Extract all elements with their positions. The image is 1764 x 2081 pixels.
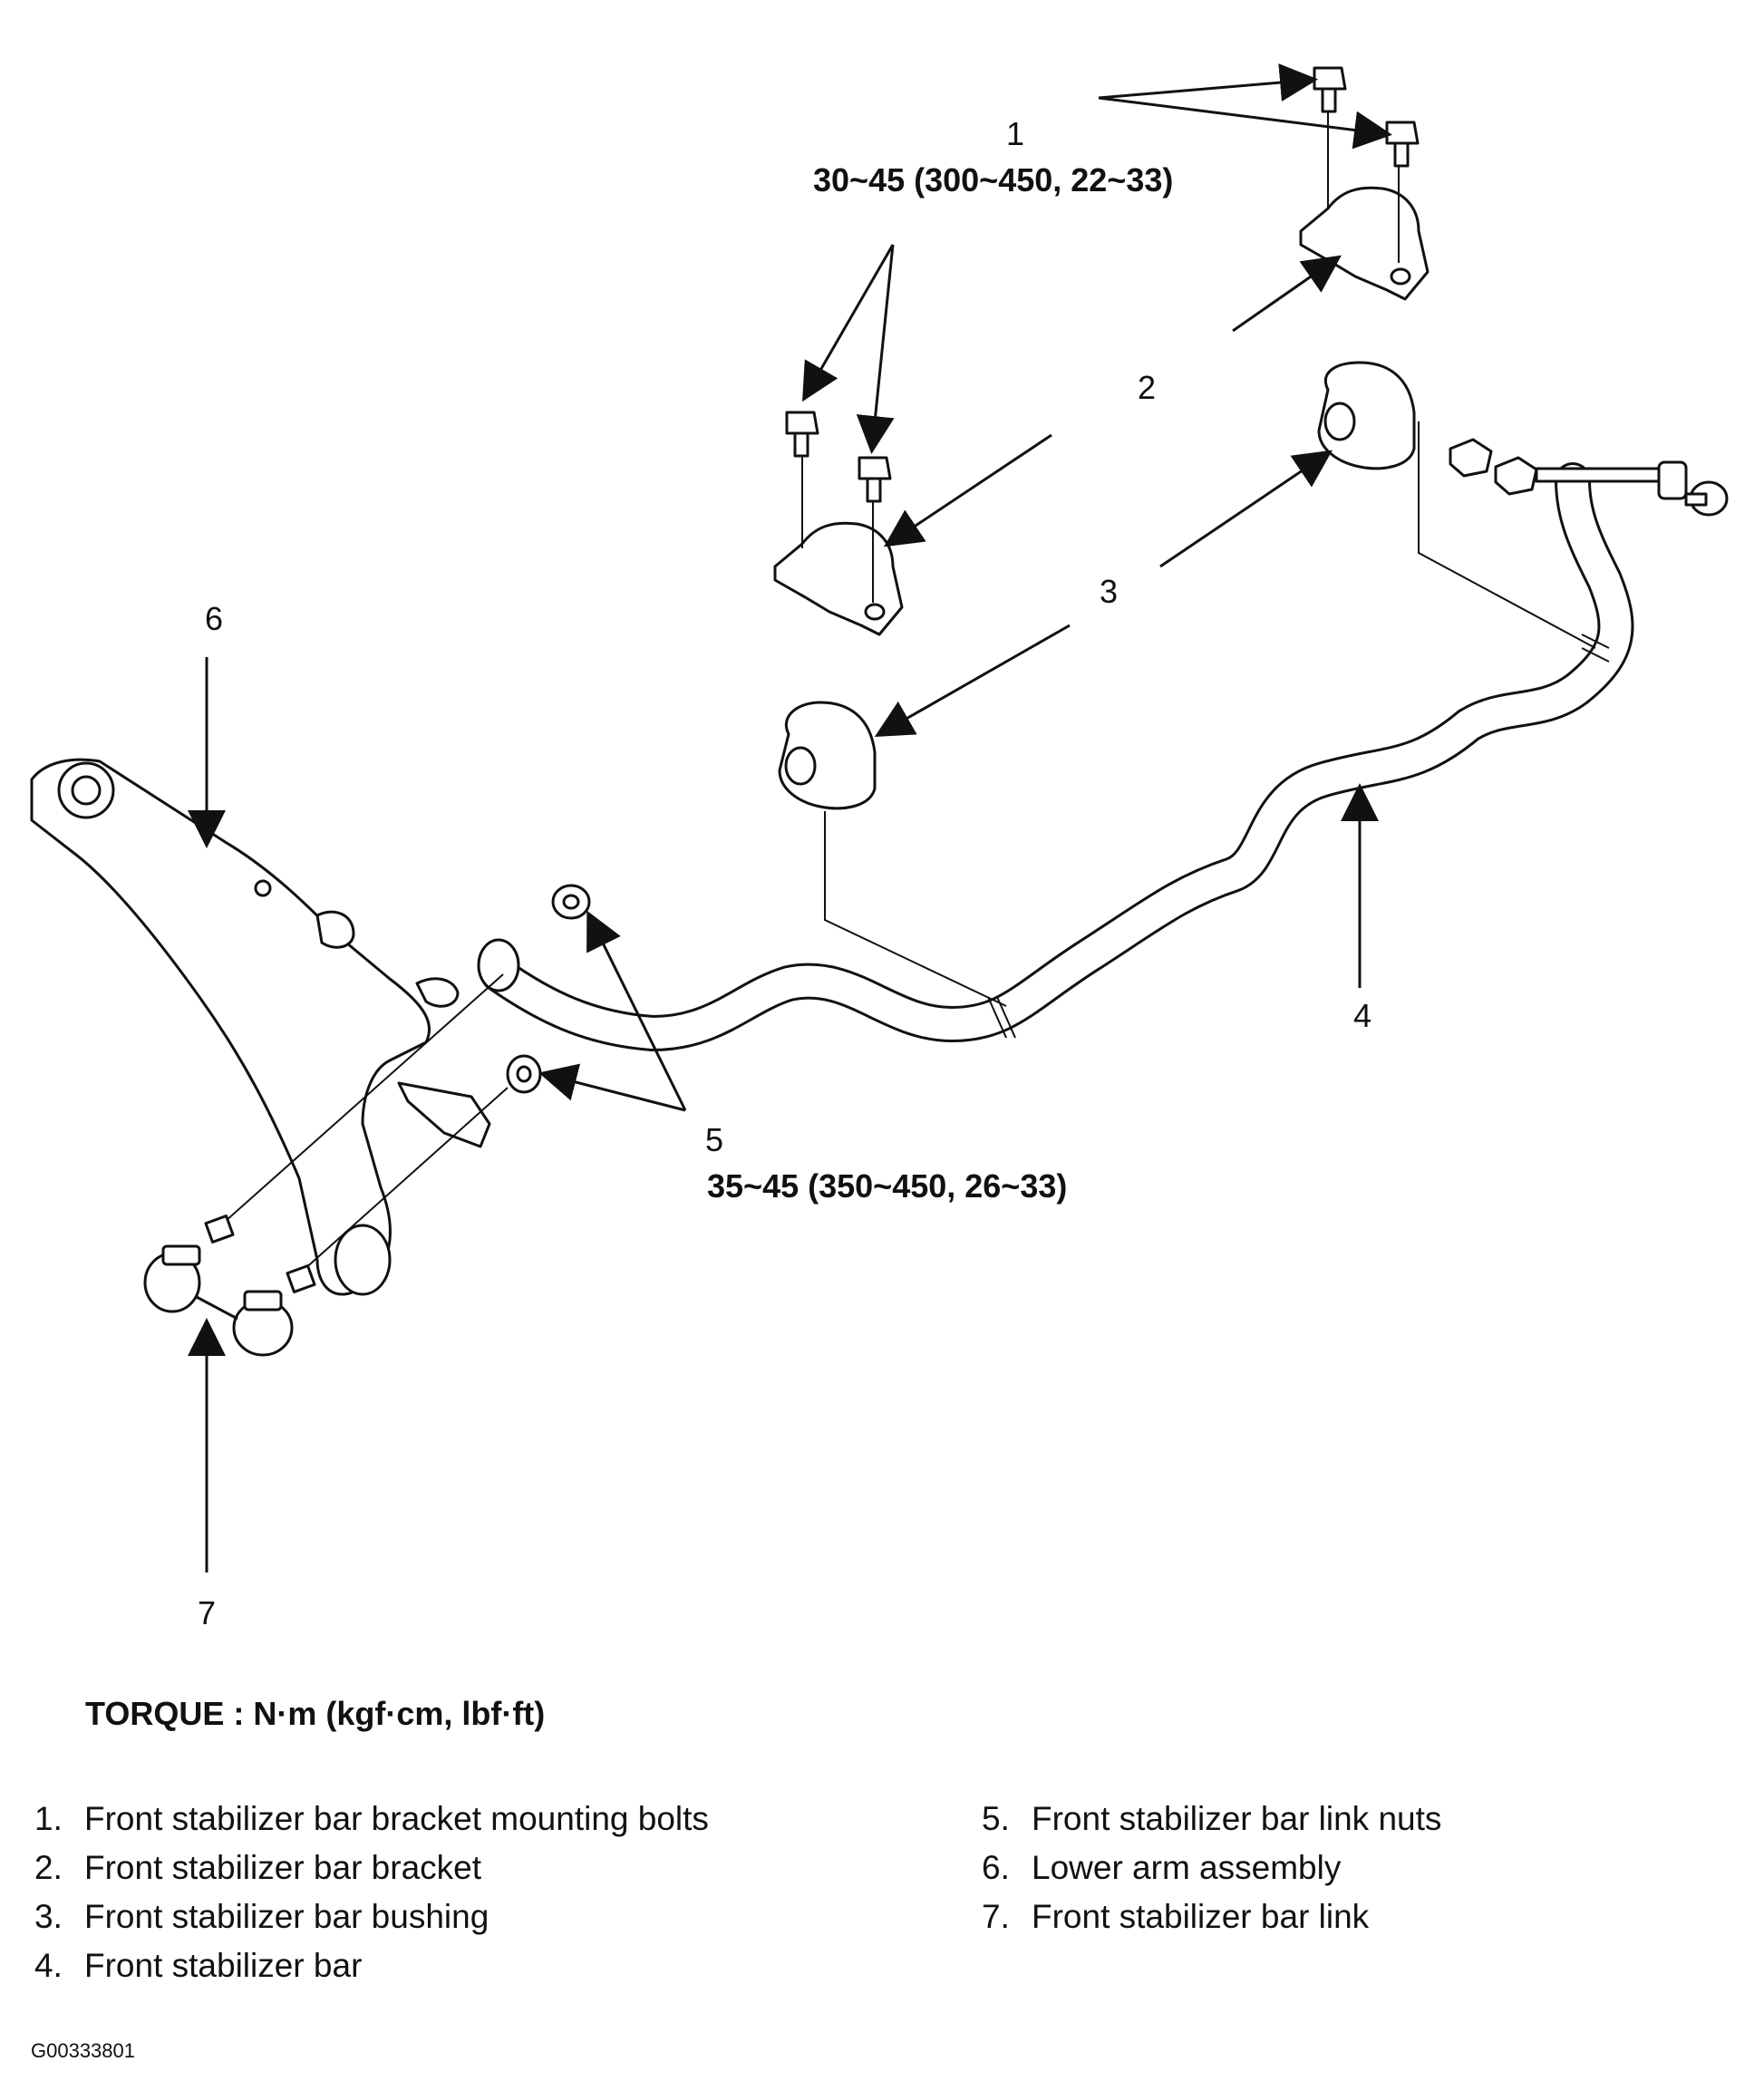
bracket-bolt-left-1 xyxy=(785,411,819,458)
link-nut-lower xyxy=(506,1054,542,1094)
stabilizer-link xyxy=(143,973,509,1357)
legend-item: 1.Front stabilizer bar bracket mounting … xyxy=(34,1800,709,1837)
legend-item: 4.Front stabilizer bar xyxy=(34,1947,363,1984)
bushing-right xyxy=(1317,361,1596,649)
legend-right: 5.Front stabilizer bar link nuts 6.Lower… xyxy=(982,1795,1441,1941)
callout-7: 7 xyxy=(198,1594,217,1631)
torque-heading: TORQUE : N·m (kgf·cm, lbf·ft) xyxy=(85,1695,546,1732)
callout-5: 5 xyxy=(705,1121,724,1158)
lower-arm-assembly xyxy=(30,758,491,1296)
figure-id: G00333801 xyxy=(31,2039,135,2062)
callout-4: 4 xyxy=(1353,997,1372,1034)
legend-item: 2.Front stabilizer bar bracket xyxy=(34,1849,482,1886)
callout-6: 6 xyxy=(205,600,224,637)
right-link-assembly xyxy=(1449,438,1729,517)
legend-left: 1.Front stabilizer bar bracket mounting … xyxy=(34,1795,709,1990)
torque-link-nuts: 35~45 (350~450, 26~33) xyxy=(707,1167,1068,1205)
legend-item: 5.Front stabilizer bar link nuts xyxy=(982,1800,1442,1837)
legend-item: 6.Lower arm assembly xyxy=(982,1849,1342,1886)
stabilizer-bar xyxy=(477,462,1634,1051)
link-nut-upper xyxy=(551,884,591,920)
legend-item: 3.Front stabilizer bar bushing xyxy=(34,1898,489,1935)
leader-arrows xyxy=(188,63,1392,1573)
callout-1: 1 xyxy=(1006,115,1025,152)
callout-3: 3 xyxy=(1100,573,1119,610)
legend-item: 7.Front stabilizer bar link xyxy=(982,1898,1370,1935)
bracket-bolt-right-2 xyxy=(1385,121,1420,168)
callout-2: 2 xyxy=(1138,369,1157,406)
bracket-bolt-left-2 xyxy=(858,456,892,503)
bracket-right xyxy=(1299,95,1430,301)
exploded-diagram xyxy=(30,63,1729,1573)
bracket-left xyxy=(773,453,904,636)
bushing-left xyxy=(778,701,1007,1007)
torque-bracket-bolts: 30~45 (300~450, 22~33) xyxy=(813,161,1174,198)
bracket-bolt-right-1 xyxy=(1313,66,1347,113)
